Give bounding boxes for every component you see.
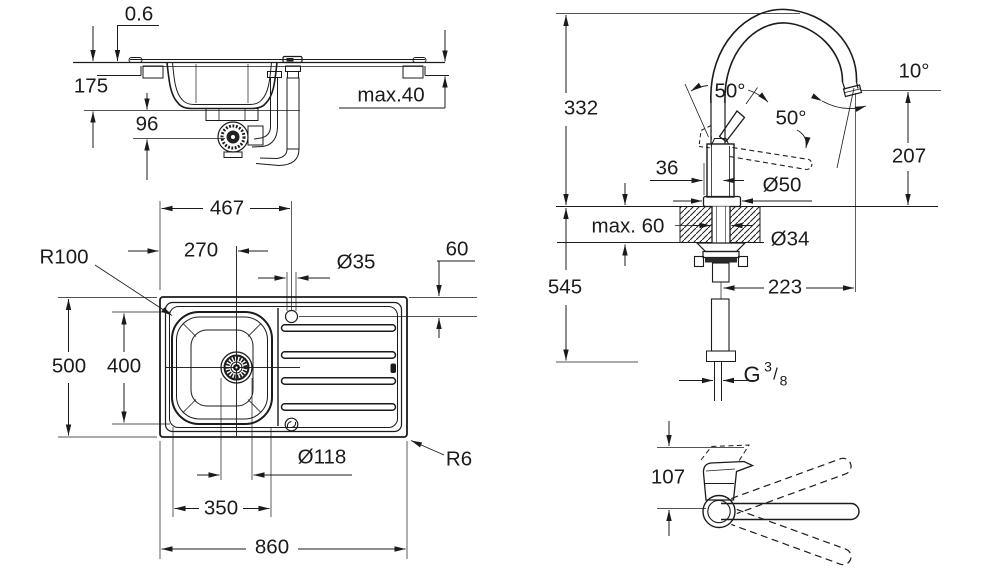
dim-outer-radius: R6 bbox=[446, 447, 472, 470]
dim-overall-depth: 500 bbox=[52, 354, 86, 377]
dim-shank-dia: Ø34 bbox=[771, 227, 810, 250]
thread-num: 3 bbox=[764, 359, 772, 375]
dim-bowl-radius: R100 bbox=[39, 245, 88, 268]
dim-handle-reach: 107 bbox=[651, 465, 685, 488]
dim-total-height: 332 bbox=[564, 96, 598, 119]
counter-section-right bbox=[730, 207, 760, 243]
bowl-section bbox=[166, 62, 278, 110]
dim-trap-offset: 96 bbox=[136, 112, 159, 135]
drain-trap bbox=[205, 108, 264, 158]
dim-tap-from-edge: 60 bbox=[446, 237, 469, 260]
dim-lever-swing-a: 50° bbox=[714, 79, 745, 102]
dim-overall-width: 860 bbox=[255, 535, 289, 558]
dim-bowl-depth: 175 bbox=[74, 74, 108, 97]
dim-counter-max: max.40 bbox=[357, 83, 424, 106]
dim-hose-below-deck: 545 bbox=[548, 275, 582, 298]
lever-handle bbox=[718, 110, 746, 143]
handle-top-view bbox=[702, 460, 755, 501]
dim-mounting-max: max. 60 bbox=[592, 214, 665, 237]
tap-body bbox=[684, 83, 813, 208]
flex-hose-lower bbox=[710, 298, 730, 352]
spout-swivel-range bbox=[731, 457, 852, 566]
dim-drain-from-left: 270 bbox=[184, 238, 218, 261]
tap-body-top-view bbox=[702, 494, 736, 529]
drainboard bbox=[277, 308, 397, 432]
dim-lever-swing-b: 50° bbox=[775, 106, 806, 129]
faucet-side-view: 10° 50° 50° 332 545 max. 60 Ø34 Ø50 36 bbox=[548, 8, 941, 401]
spout-arm-top-view bbox=[721, 502, 860, 521]
bowl-plan bbox=[171, 311, 273, 425]
dim-rim-height: 0.6 bbox=[125, 2, 154, 25]
tap-base-flange bbox=[702, 195, 742, 208]
fastening-clamp-left bbox=[142, 65, 164, 79]
overflow-pipe bbox=[251, 71, 282, 148]
sink-side-view: 0.6 175 96 max.40 bbox=[73, 2, 449, 180]
lever-swung-position bbox=[729, 146, 813, 171]
dim-spout-reach: 223 bbox=[768, 275, 802, 298]
faucet-top-view: 107 bbox=[651, 421, 860, 566]
overflow-slot bbox=[390, 363, 396, 373]
counter-section-left bbox=[680, 207, 712, 243]
flex-hose-upper bbox=[711, 262, 730, 283]
sink-plan-view: 467 270 Ø35 60 R100 500 400 Ø118 R6 bbox=[39, 196, 477, 559]
dim-drain-dia: Ø118 bbox=[298, 445, 347, 468]
dim-thread-size: G 3 / 8 bbox=[743, 359, 787, 389]
dim-spout-height: 207 bbox=[892, 144, 926, 167]
tap-hole bbox=[284, 309, 299, 324]
fastening-clamp-right bbox=[402, 65, 424, 79]
thread-den: 8 bbox=[780, 373, 788, 389]
waste-knob-plan bbox=[284, 417, 299, 432]
thread-slash: / bbox=[773, 364, 778, 383]
dim-tap-from-left: 467 bbox=[210, 196, 244, 219]
drain-remote-knob bbox=[255, 55, 303, 167]
corrugated-hose bbox=[286, 77, 300, 150]
handle-forward-position bbox=[700, 444, 750, 463]
dim-tap-hole-dia: Ø35 bbox=[337, 250, 376, 273]
drain-plan bbox=[220, 351, 253, 384]
dim-base-front: 36 bbox=[656, 156, 679, 179]
dim-spout-tilt: 10° bbox=[898, 59, 929, 82]
dim-base-dia: Ø50 bbox=[763, 173, 802, 196]
sink-outer-rim bbox=[159, 296, 408, 438]
dim-bowl-width: 350 bbox=[204, 496, 238, 519]
mounting-shank bbox=[693, 206, 749, 401]
thread-g: G bbox=[743, 362, 760, 387]
hose-coupling bbox=[706, 350, 736, 362]
dim-bowl-length: 400 bbox=[107, 354, 141, 377]
